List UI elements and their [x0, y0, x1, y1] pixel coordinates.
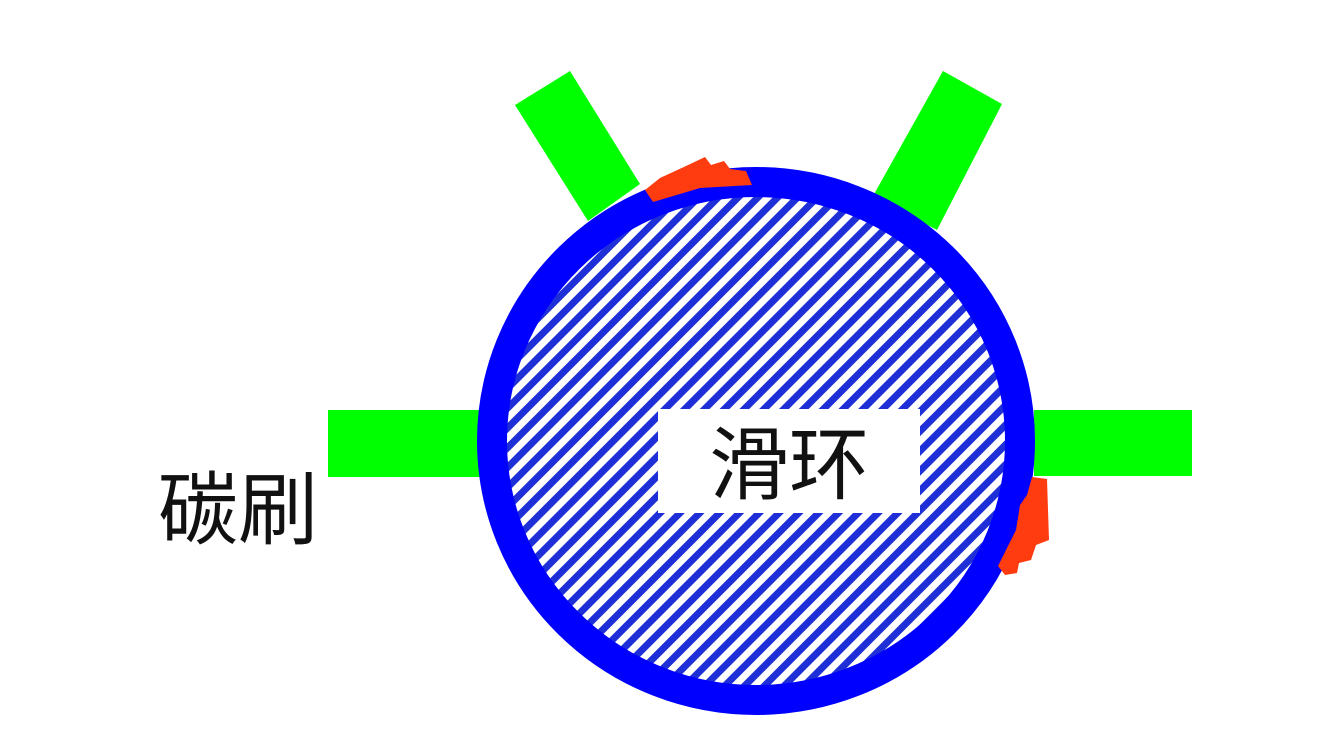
- carbon-brush-left: [328, 410, 486, 477]
- carbon-brush-label: 碳刷: [158, 464, 318, 557]
- carbon-brush-upper-right: [873, 71, 1002, 230]
- wear-mark-top: [645, 157, 752, 202]
- slip-ring-label-box: [658, 409, 920, 513]
- carbon-brush-right: [1034, 410, 1192, 476]
- slip-ring-label: 滑环: [709, 419, 869, 512]
- wear-mark-right: [998, 477, 1049, 575]
- slip-ring-outline: [477, 167, 1035, 715]
- carbon-brush-upper-left: [515, 71, 640, 221]
